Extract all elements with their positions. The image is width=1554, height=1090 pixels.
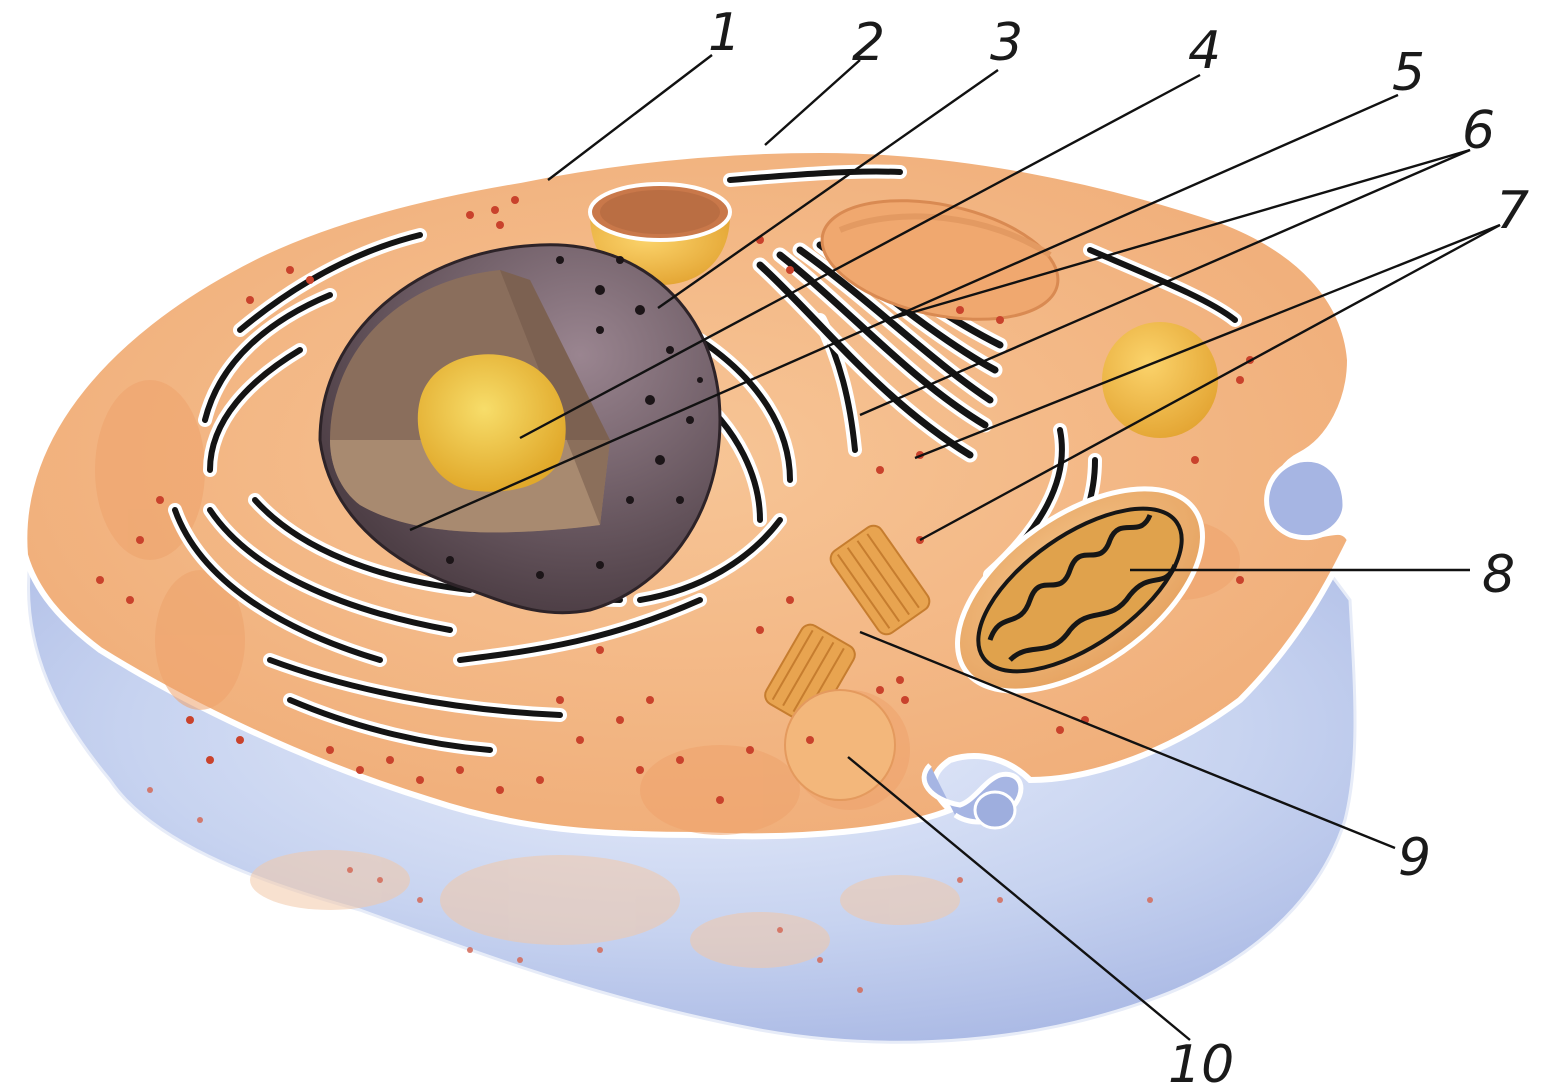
nucleolus: [417, 354, 566, 492]
lysosome-oval-shade: [838, 213, 1052, 258]
label-8: 8: [1482, 545, 1515, 605]
mitochondrion: [955, 486, 1205, 694]
membrane-pocket: [1264, 456, 1348, 541]
leader-lines: [409, 54, 1501, 1041]
label-4: 4: [1188, 21, 1221, 81]
label-5: 5: [1392, 43, 1425, 103]
base-ribosomes: [147, 787, 1153, 993]
label-10: 10: [1168, 1035, 1234, 1090]
nucleus: [318, 243, 722, 615]
exocytic-bulge: [973, 790, 1017, 830]
base-shading: [250, 850, 960, 968]
label-3: 3: [990, 13, 1023, 73]
label-9: 9: [1398, 828, 1431, 888]
vesicle-round: [1102, 322, 1218, 438]
number-labels: 1 2 3 4 5 6 7 8 9 10: [708, 3, 1529, 1090]
free-ribosomes: [96, 196, 1254, 804]
label-6: 6: [1462, 101, 1495, 161]
label-1: 1: [708, 3, 741, 63]
label-7: 7: [1496, 181, 1529, 241]
label-2: 2: [852, 13, 885, 73]
